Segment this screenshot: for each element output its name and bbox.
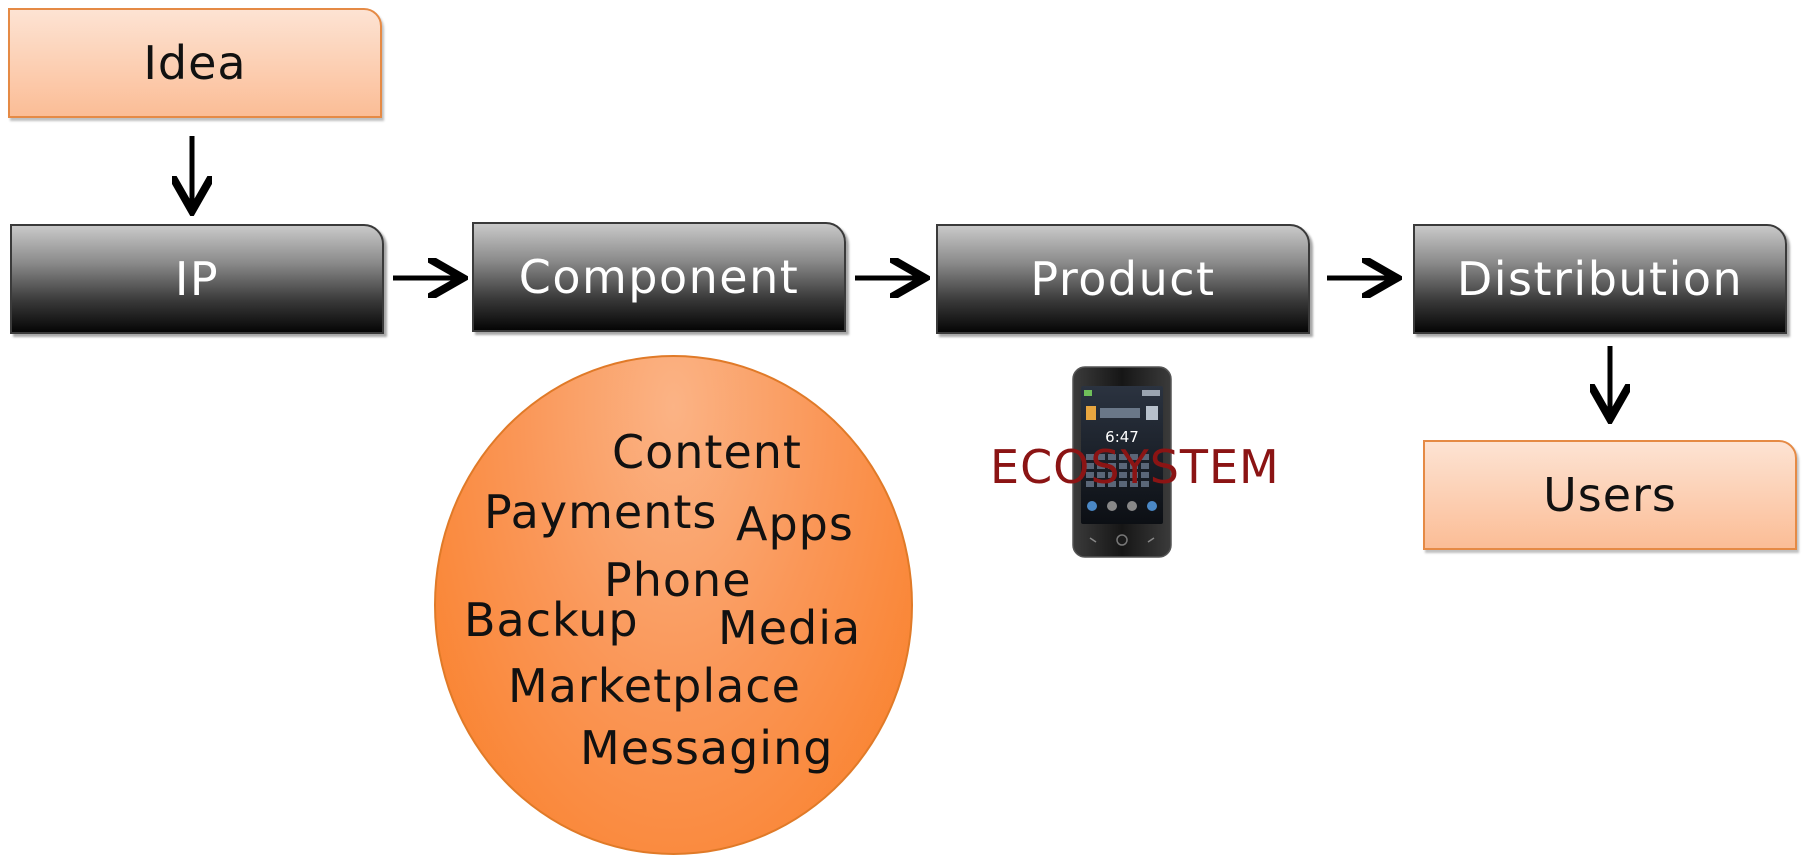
circle-word-backup: Backup [464,593,639,647]
product-label: Product [1030,252,1216,306]
circle-word-content: Content [612,425,802,479]
circle-word-phone: Phone [604,553,752,607]
ip-box: IP [10,224,384,334]
component-label: Component [518,250,800,304]
phone-time: 6:47 [1105,428,1139,446]
idea-box: Idea [8,8,382,118]
component-box: Component [472,222,846,332]
circle-word-marketplace: Marketplace [508,659,801,713]
ecosystem-label: ECOSYSTEM [990,440,1280,494]
idea-label: Idea [143,36,247,90]
circle-word-messaging: Messaging [580,721,834,775]
ip-label: IP [174,252,220,306]
ecosystem-circle: Content Payments Apps Phone Backup Media… [434,355,913,855]
circle-word-media: Media [718,601,862,655]
distribution-label: Distribution [1456,252,1744,306]
users-label: Users [1543,468,1677,522]
circle-word-apps: Apps [736,497,854,551]
users-box: Users [1423,440,1797,550]
phone-icon: 6:47 [1072,366,1172,558]
product-box: Product [936,224,1310,334]
circle-word-payments: Payments [484,485,718,539]
distribution-box: Distribution [1413,224,1787,334]
